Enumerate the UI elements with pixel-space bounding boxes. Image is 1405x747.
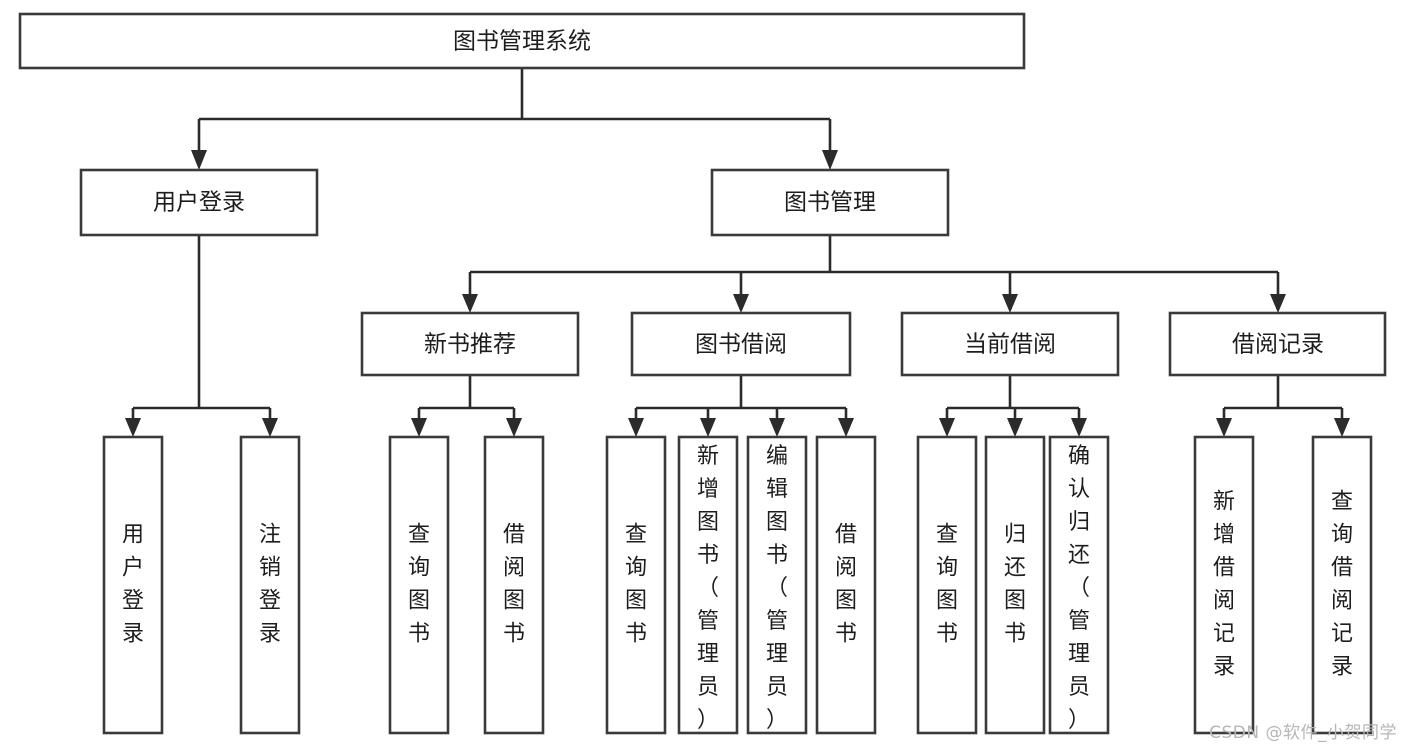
node-leaf-query-book-1-box: [388, 435, 450, 735]
node-leaf-return-book[interactable]: 归还图书: [984, 435, 1046, 735]
node-leaf-add-record-box: [1193, 435, 1255, 735]
node-leaf-query-book-1-label: 查询图书: [408, 523, 430, 647]
node-book-management-box: [710, 168, 950, 237]
node-leaf-user-logout[interactable]: 注销登录: [239, 435, 301, 735]
node-leaf-edit-book-box: [746, 435, 808, 735]
node-book-borrow-box: [630, 311, 852, 377]
arrow-head-leaf-borrow-book-1: [506, 418, 522, 437]
node-current-borrow-box: [900, 311, 1120, 377]
node-new-book-recommend-box: [360, 311, 580, 377]
connector-group-root: [191, 68, 838, 170]
node-leaf-borrow-book-2[interactable]: 借阅图书: [815, 435, 877, 735]
node-new-book-recommend-label: 新书推荐: [424, 332, 516, 358]
node-new-book-recommend[interactable]: 新书推荐: [360, 311, 580, 377]
node-leaf-user-login-box: [102, 435, 164, 735]
node-leaf-edit-book[interactable]: 编辑图书（管理员）: [746, 435, 808, 735]
node-leaf-query-record-label: 查询借阅记录: [1331, 490, 1353, 680]
arrow-head-leaf-query-book-3: [939, 418, 955, 437]
arrow-head-user-login: [191, 150, 207, 170]
arrow-head-new-book-recommend: [462, 294, 478, 313]
node-leaf-query-book-3-label: 查询图书: [936, 523, 958, 647]
node-borrow-record-box: [1168, 311, 1387, 377]
node-leaf-query-book-3[interactable]: 查询图书: [916, 435, 978, 735]
node-leaf-query-book-3-box: [916, 435, 978, 735]
arrow-head-leaf-confirm-return: [1071, 418, 1087, 437]
arrow-head-leaf-borrow-book-2: [838, 418, 854, 437]
node-leaf-add-book[interactable]: 新增图书（管理员）: [677, 435, 739, 735]
node-user-login[interactable]: 用户登录: [79, 168, 319, 237]
connector-group-user-login: [125, 235, 278, 437]
node-book-management[interactable]: 图书管理: [710, 168, 950, 237]
arrow-head-leaf-user-login: [125, 418, 141, 437]
node-book-management-label: 图书管理: [784, 190, 876, 216]
arrow-head-book-management: [822, 150, 838, 170]
node-leaf-borrow-book-1-box: [483, 435, 545, 735]
connector-group-book-borrow: [628, 375, 854, 437]
node-leaf-query-record[interactable]: 查询借阅记录: [1311, 435, 1373, 735]
node-leaf-return-book-label: 归还图书: [1004, 523, 1026, 647]
node-leaf-query-record-box: [1311, 435, 1373, 735]
arrow-head-leaf-return-book: [1007, 418, 1023, 437]
node-leaf-return-book-box: [984, 435, 1046, 735]
node-book-borrow[interactable]: 图书借阅: [630, 311, 852, 377]
node-borrow-record-label: 借阅记录: [1232, 332, 1324, 358]
connector-group-current-borrow: [939, 375, 1087, 437]
node-root-system-label: 图书管理系统: [453, 29, 591, 55]
connector-group-new-book-recommend: [411, 375, 522, 437]
arrow-head-leaf-query-record: [1334, 418, 1350, 437]
node-leaf-confirm-return[interactable]: 确认归还（管理员）: [1048, 435, 1110, 735]
arrow-head-leaf-add-book: [700, 418, 716, 437]
node-root-system[interactable]: 图书管理系统: [18, 12, 1026, 70]
node-leaf-confirm-return-label: 确认归还（管理员）: [1068, 444, 1090, 733]
arrow-head-borrow-record: [1270, 294, 1286, 313]
arrow-head-leaf-query-book-1: [411, 418, 427, 437]
connector-group-book-management: [462, 235, 1286, 313]
node-user-login-label: 用户登录: [153, 190, 245, 216]
node-leaf-query-book-2-box: [605, 435, 667, 735]
arrow-head-leaf-edit-book: [769, 418, 785, 437]
arrow-head-leaf-user-logout: [262, 418, 278, 437]
node-leaf-add-record[interactable]: 新增借阅记录: [1193, 435, 1255, 735]
node-leaf-user-logout-box: [239, 435, 301, 735]
arrow-head-leaf-add-record: [1216, 418, 1232, 437]
node-book-borrow-label: 图书借阅: [695, 332, 787, 358]
arrow-head-current-borrow: [1002, 294, 1018, 313]
node-leaf-borrow-book-1-label: 借阅图书: [503, 523, 525, 647]
node-leaf-edit-book-label: 编辑图书（管理员）: [766, 444, 788, 733]
node-leaf-query-book-2[interactable]: 查询图书: [605, 435, 667, 735]
node-leaf-borrow-book-1[interactable]: 借阅图书: [483, 435, 545, 735]
node-borrow-record[interactable]: 借阅记录: [1168, 311, 1387, 377]
arrow-head-leaf-query-book-2: [628, 418, 644, 437]
connector-group-borrow-record: [1216, 375, 1350, 437]
node-leaf-confirm-return-box: [1048, 435, 1110, 735]
arrow-head-book-borrow: [733, 294, 749, 313]
node-leaf-borrow-book-2-box: [815, 435, 877, 735]
node-current-borrow-label: 当前借阅: [964, 332, 1056, 358]
node-leaf-add-book-box: [677, 435, 739, 735]
node-root-system-box: [18, 12, 1026, 70]
node-leaf-query-book-1[interactable]: 查询图书: [388, 435, 450, 735]
node-current-borrow[interactable]: 当前借阅: [900, 311, 1120, 377]
node-leaf-add-record-label: 新增借阅记录: [1213, 490, 1235, 680]
node-leaf-borrow-book-2-label: 借阅图书: [835, 523, 857, 647]
node-user-login-box: [79, 168, 319, 237]
node-leaf-query-book-2-label: 查询图书: [625, 523, 647, 647]
node-leaf-user-login-label: 用户登录: [122, 523, 144, 647]
node-leaf-user-logout-label: 注销登录: [259, 523, 281, 647]
node-leaf-user-login[interactable]: 用户登录: [102, 435, 164, 735]
node-leaf-add-book-label: 新增图书（管理员）: [697, 444, 719, 733]
